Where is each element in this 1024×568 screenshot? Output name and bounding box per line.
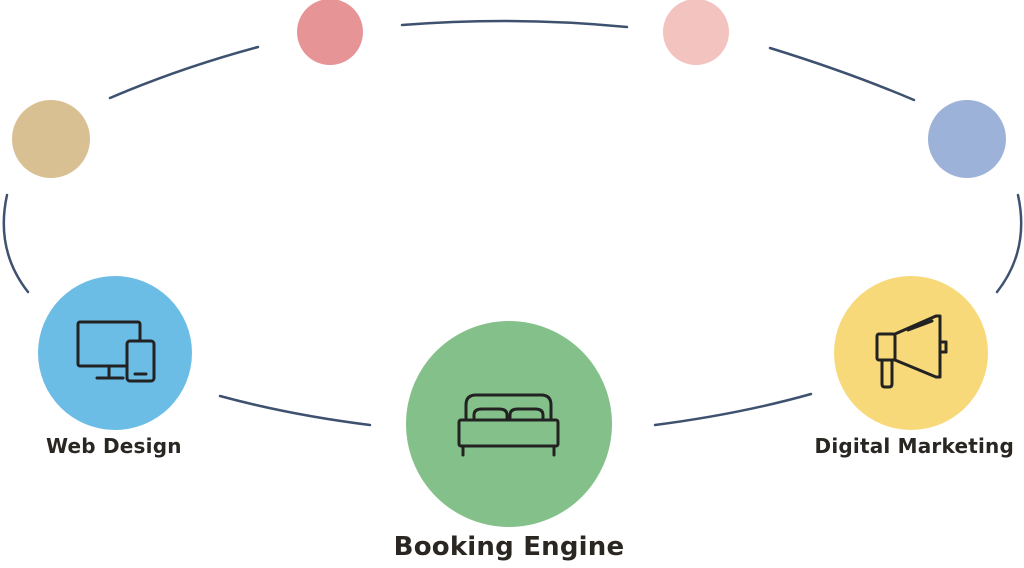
desktop-and-phone-icon (76, 320, 156, 383)
web-design-label: Web Design (46, 434, 182, 458)
decorative-dot-pink (663, 0, 729, 65)
arc-segment (108, 45, 260, 100)
digital-marketing-label: Digital Marketing (814, 434, 1014, 458)
arc-segment (400, 19, 629, 29)
booking-engine-node (406, 321, 612, 527)
decorative-dot-blue (928, 100, 1006, 178)
arc-segment (218, 394, 372, 427)
web-design-node (38, 276, 192, 430)
digital-marketing-node (834, 276, 988, 430)
decorative-dot-tan (12, 100, 90, 178)
booking-engine-circle (406, 321, 612, 527)
decorative-dot-rose (297, 0, 363, 65)
bed-icon (457, 393, 560, 457)
arc-segment (653, 392, 813, 427)
arc-segment (2, 193, 30, 294)
booking-engine-label: Booking Engine (393, 532, 625, 562)
digital-marketing-circle (834, 276, 988, 430)
web-design-circle (38, 276, 192, 430)
megaphone-icon (875, 314, 948, 389)
arc-segment (995, 193, 1023, 294)
connector-arcs (2, 19, 1023, 427)
arc-segment (768, 46, 916, 102)
